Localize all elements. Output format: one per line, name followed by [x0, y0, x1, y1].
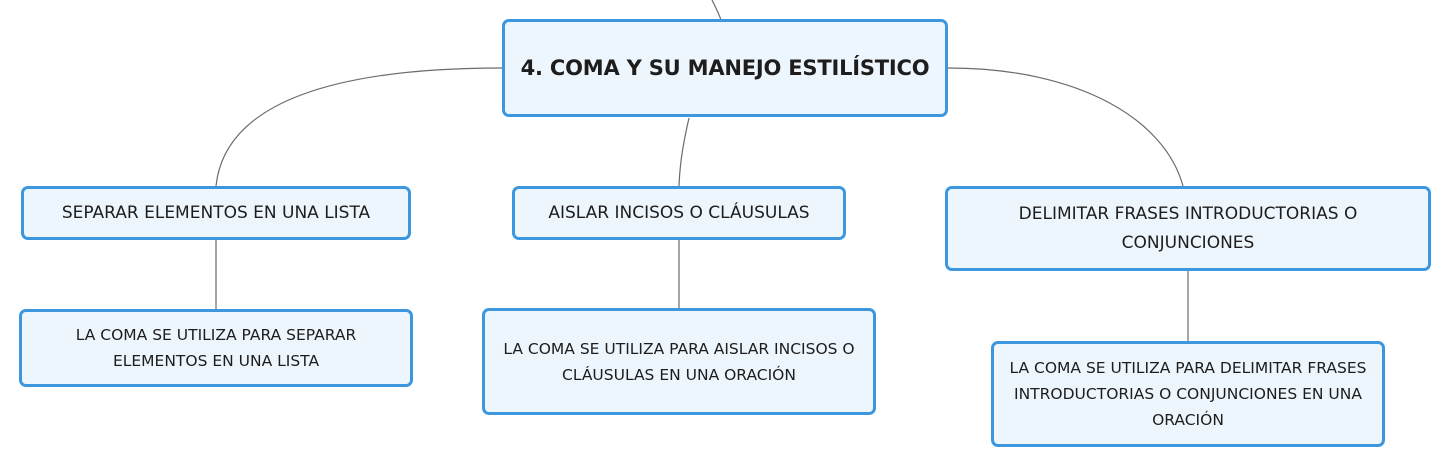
connector-from-parent — [711, 0, 722, 21]
branch-topic-label: DELIMITAR FRASES INTRODUCTORIAS O CONJUN… — [1018, 203, 1358, 253]
detail-topic-label: LA COMA SE UTILIZA PARA DELIMITAR FRASES… — [1009, 359, 1367, 429]
root-topic-label: 4. COMA Y SU MANEJO ESTILÍSTICO — [520, 56, 930, 80]
detail-topic-label: LA COMA SE UTILIZA PARA AISLAR INCISOS O… — [503, 339, 855, 384]
detail-topic-delimitar[interactable]: LA COMA SE UTILIZA PARA DELIMITAR FRASES… — [991, 341, 1385, 447]
connector-root-to-branch-2 — [678, 117, 690, 187]
branch-topic-separar[interactable]: SEPARAR ELEMENTOS EN UNA LISTA — [21, 186, 411, 240]
branch-topic-delimitar[interactable]: DELIMITAR FRASES INTRODUCTORIAS O CONJUN… — [945, 186, 1431, 271]
detail-topic-aislar[interactable]: LA COMA SE UTILIZA PARA AISLAR INCISOS O… — [482, 308, 876, 415]
branch-topic-aislar[interactable]: AISLAR INCISOS O CLÁUSULAS — [512, 186, 846, 240]
detail-topic-label: LA COMA SE UTILIZA PARA SEPARAR ELEMENTO… — [75, 326, 357, 370]
branch-topic-label: AISLAR INCISOS O CLÁUSULAS — [548, 202, 810, 223]
branch-topic-label: SEPARAR ELEMENTOS EN UNA LISTA — [61, 202, 371, 223]
root-topic[interactable]: 4. COMA Y SU MANEJO ESTILÍSTICO — [502, 19, 948, 117]
connector-root-to-branch-1 — [215, 67, 503, 187]
detail-topic-separar[interactable]: LA COMA SE UTILIZA PARA SEPARAR ELEMENTO… — [19, 309, 413, 387]
connector-root-to-branch-3 — [947, 67, 1184, 187]
